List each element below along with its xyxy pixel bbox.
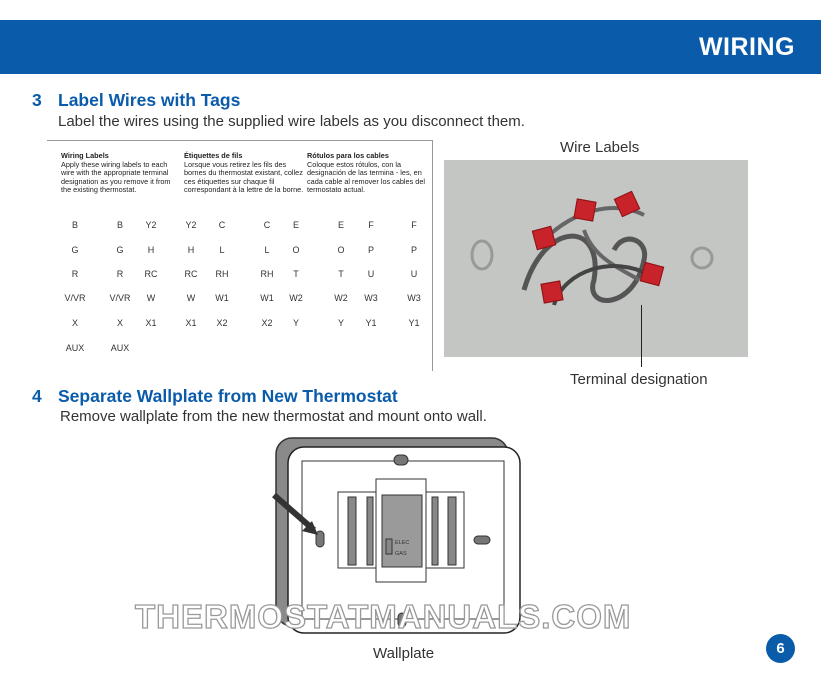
wire-label-cell: W (146, 293, 156, 303)
wire-label-cell: H (187, 245, 195, 255)
wire-label-cell: W3 (407, 293, 421, 303)
wire-label-cell: RC (184, 269, 198, 279)
wire-label-cell: X1 (185, 318, 197, 328)
wire-label-cell: E (337, 220, 344, 230)
step-4-title: Separate Wallplate from New Thermostat (58, 386, 398, 406)
wire-label-cell: RH (215, 269, 229, 279)
wire-label-cell: F (411, 220, 417, 230)
wire-label-cell: G (71, 245, 79, 255)
callout-line (641, 305, 642, 367)
column-text: Apply these wiring labels to each wire w… (61, 159, 171, 195)
column-title: Étiquettes de fils (184, 151, 243, 160)
wire-label-cell: V/VR (109, 293, 131, 303)
wire-tag (540, 280, 564, 304)
wire-label-cell: Y2 (185, 220, 197, 230)
column-title: Rótulos para los cables (307, 151, 389, 160)
wire-label-cell: RH (260, 269, 274, 279)
switch-label-elec: ELEC (395, 540, 409, 546)
wire-label-cell: Y1 (365, 318, 377, 328)
switch-label-gas: GAS (395, 551, 407, 557)
section-title: WIRING (698, 33, 795, 61)
wire-label-cell: H (147, 245, 155, 255)
wire-label-cell: W1 (260, 293, 274, 303)
wire-label-cell: X (116, 318, 123, 328)
wiring-illustration (470, 206, 714, 306)
wire-label-cell: X1 (145, 318, 157, 328)
wallplate-caption: Wallplate (373, 645, 435, 662)
wire-label-cell: V/VR (64, 293, 86, 303)
wire-label-cell: W (186, 293, 196, 303)
wire-label-cell: C (263, 220, 271, 230)
column-text: Coloque estos rótulos, con la designació… (307, 159, 426, 195)
wire-label-cell: X (71, 318, 78, 328)
wire-label-cell: R (71, 269, 79, 279)
wire-label-cell: E (292, 220, 299, 230)
column-title: Wiring Labels (61, 151, 109, 160)
step-3-text: Label the wires using the supplied wire … (58, 113, 525, 130)
wire-label-cell: P (367, 245, 374, 255)
wallplate-drawing: ELEC GAS (270, 435, 530, 635)
wire-label-cell: X2 (261, 318, 273, 328)
step-3-title: Label Wires with Tags (58, 90, 241, 110)
wire-label-cell: AUX (65, 343, 85, 353)
wire-label-cell: P (410, 245, 417, 255)
wire-labels-photo (444, 160, 748, 367)
wire-label-cell: U (410, 269, 418, 279)
step-3-number: 3 (32, 90, 42, 110)
wire-label-cell: L (264, 245, 270, 255)
wire-label-cell: Y (337, 318, 344, 328)
wire-tag (573, 198, 597, 222)
wire-label-cell: F (368, 220, 374, 230)
wire-labels-sheet (47, 140, 433, 371)
wire-label-cell: AUX (110, 343, 130, 353)
wire-label-cell: W1 (215, 293, 229, 303)
wire-label-cell: B (116, 220, 123, 230)
wire-label-cell: C (218, 220, 226, 230)
terminal-designation-caption: Terminal designation (570, 371, 708, 388)
step-4-number: 4 (32, 386, 42, 406)
wire-label-cell: U (367, 269, 375, 279)
wire-labels-caption: Wire Labels (560, 139, 640, 156)
step-4-text: Remove wallplate from the new thermostat… (60, 408, 487, 425)
wire-label-cell: X2 (216, 318, 228, 328)
column-text: Lorsque vous retirez les fils des bornes… (184, 159, 304, 195)
wire-label-cell: T (338, 269, 344, 279)
wire-label-cell: Y2 (145, 220, 157, 230)
watermark: THERMOSTATMANUALS.COM (134, 597, 632, 635)
wire-label-cell: W2 (334, 293, 348, 303)
wire-label-cell: L (219, 245, 225, 255)
wire-label-cell: W2 (289, 293, 303, 303)
wire-label-cell: Y (292, 318, 299, 328)
wire-label-cell: R (116, 269, 124, 279)
header-band: WIRING (0, 20, 821, 74)
wire-label-cell: RC (144, 269, 158, 279)
wire-label-cell: T (293, 269, 299, 279)
wire-label-cell: Y1 (408, 318, 420, 328)
wire-label-cell: O (337, 245, 345, 255)
wire-label-cell: G (116, 245, 124, 255)
wire-label-cell: O (292, 245, 300, 255)
wire-label-cell: W3 (364, 293, 378, 303)
wire-label-cell: B (71, 220, 78, 230)
page-number: 6 (766, 634, 795, 663)
